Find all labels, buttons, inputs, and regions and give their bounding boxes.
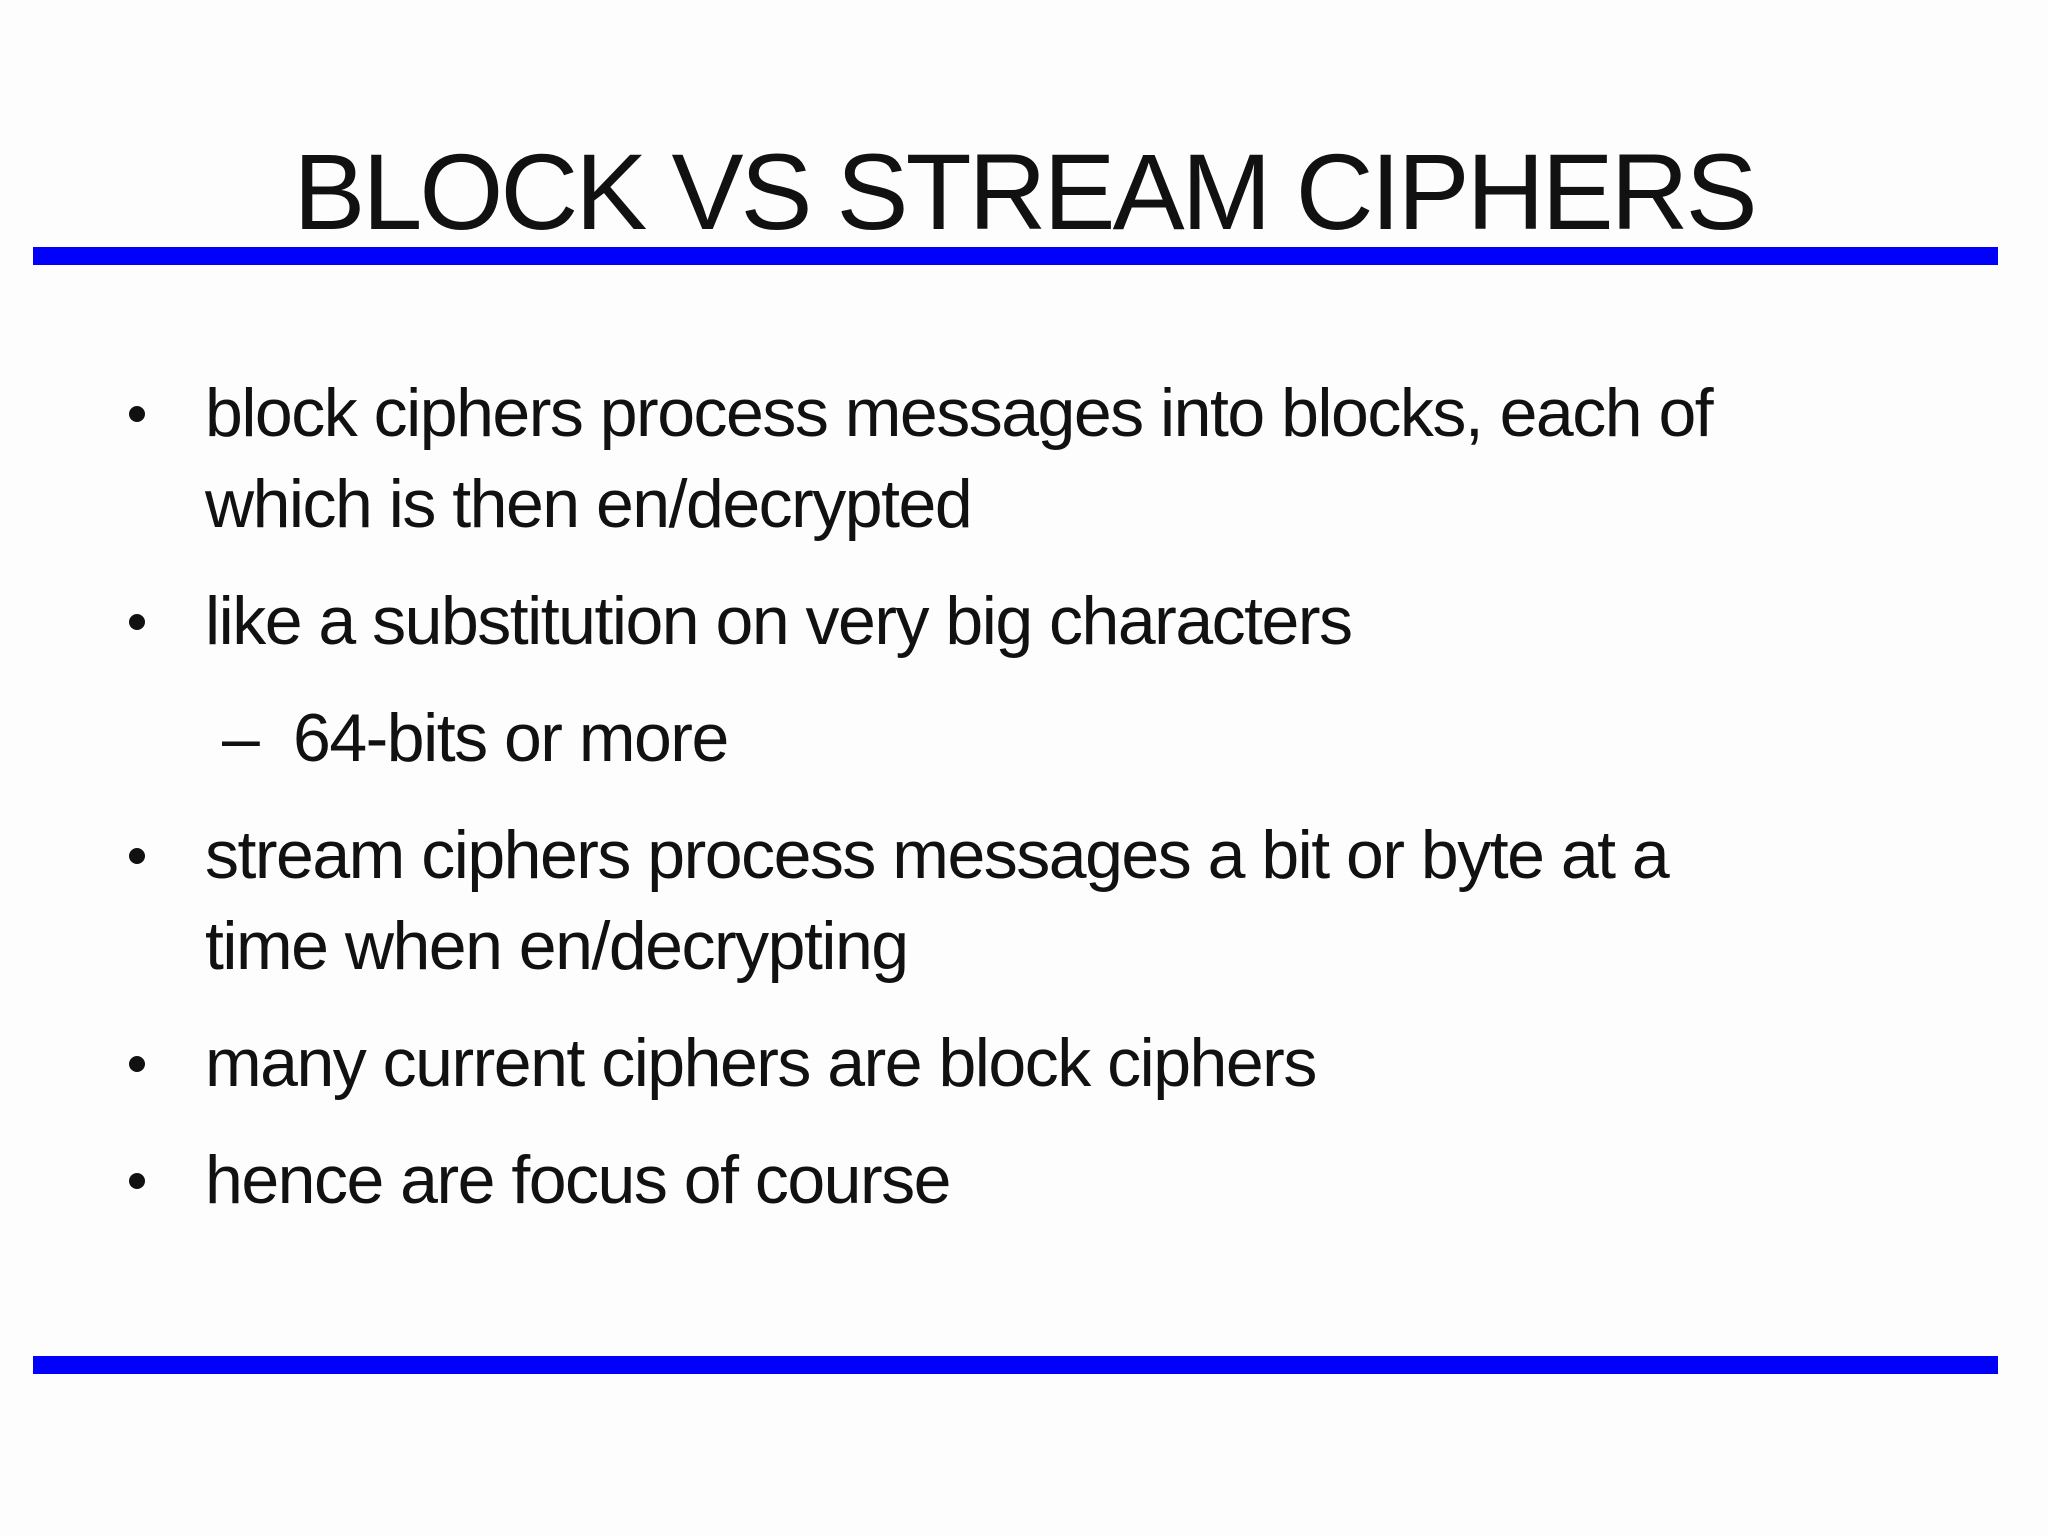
bullet-text: many current ciphers are block ciphers bbox=[205, 1025, 1317, 1101]
bullet-text: hence are focus of course bbox=[205, 1142, 951, 1218]
bullet-dot-icon bbox=[129, 406, 145, 422]
bullet-item: stream ciphers process messages a bit or… bbox=[0, 810, 2048, 992]
bullet-dot-icon bbox=[129, 614, 145, 630]
bullet-dot-icon bbox=[129, 1173, 145, 1189]
bullet-text: block ciphers process messages into bloc… bbox=[205, 375, 1714, 542]
title-divider-rule bbox=[33, 247, 1998, 265]
bullet-item: many current ciphers are block ciphers bbox=[0, 1018, 2048, 1109]
bullet-text: like a substitution on very big characte… bbox=[205, 583, 1353, 659]
dash-bullet-icon: – bbox=[222, 700, 260, 776]
slide-title: BLOCK VS STREAM CIPHERS bbox=[293, 131, 1757, 253]
bullet-item: like a substitution on very big characte… bbox=[0, 576, 2048, 667]
bullet-text: stream ciphers process messages a bit or… bbox=[205, 817, 1670, 984]
bullet-dot-icon bbox=[129, 848, 145, 864]
bullet-item: hence are focus of course bbox=[0, 1135, 2048, 1226]
bullet-text: 64-bits or more bbox=[293, 700, 729, 776]
bullet-dot-icon bbox=[129, 1056, 145, 1072]
footer-divider-rule bbox=[33, 1356, 1998, 1374]
sub-bullet-item: – 64-bits or more bbox=[0, 693, 2048, 784]
bullet-list: block ciphers process messages into bloc… bbox=[0, 368, 2048, 1226]
bullet-item: block ciphers process messages into bloc… bbox=[0, 368, 2048, 550]
